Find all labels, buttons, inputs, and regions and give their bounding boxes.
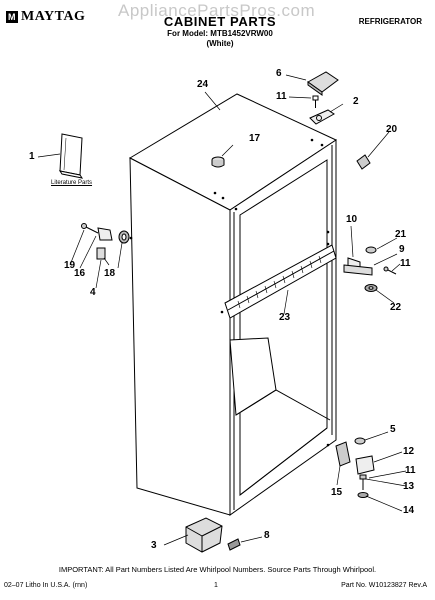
top-plug — [211, 156, 225, 168]
hinge-plug — [356, 154, 371, 170]
callout-8: 8 — [264, 530, 270, 541]
callout-11-middle: 11 — [400, 258, 411, 269]
top-hinge — [309, 109, 335, 125]
model-number: For Model: MTB1452VRW00 — [167, 29, 273, 38]
model-color: (White) — [206, 39, 234, 48]
callout-17: 17 — [249, 133, 261, 144]
cabinet-holes — [129, 138, 330, 447]
leveler-bracket — [185, 517, 223, 553]
document-part-number: Part No. W10123827 Rev.A — [341, 582, 427, 589]
callout-11-top: 11 — [276, 91, 287, 102]
brand-name: MAYTAG — [21, 9, 86, 24]
callout-6: 6 — [276, 68, 282, 79]
callout-21: 21 — [395, 229, 407, 240]
callout-9: 9 — [399, 244, 405, 255]
print-info: 02–07 Litho In U.S.A. (rnn) — [4, 582, 88, 589]
page-number: 1 — [214, 582, 218, 589]
callout-4: 4 — [90, 287, 96, 298]
callout-2: 2 — [353, 96, 359, 107]
callout-20: 20 — [386, 124, 398, 135]
callout-23: 23 — [279, 312, 291, 323]
callout-11-bottom: 11 — [405, 465, 416, 476]
callout-24: 24 — [197, 79, 209, 90]
middle-hinge-assembly — [343, 246, 397, 292]
watermark: AppliancePartsPros.com — [118, 1, 316, 20]
callout-5: 5 — [390, 424, 396, 435]
callout-22: 22 — [390, 302, 402, 313]
handle-mount-assembly — [81, 223, 130, 260]
literature-booklet — [58, 133, 84, 179]
callout-13: 13 — [403, 481, 415, 492]
product-category: REFRIGERATOR — [358, 17, 422, 26]
hinge-screw-top — [312, 95, 319, 108]
callout-3: 3 — [151, 540, 157, 551]
literature-label: Literature Parts — [51, 180, 93, 186]
hinge-cover — [307, 71, 339, 96]
brand-logo: M MAYTAG — [6, 9, 85, 25]
brand-mark-icon: M — [6, 11, 18, 23]
leveler-screw — [227, 538, 241, 551]
leader-lines — [37, 74, 407, 546]
callout-10: 10 — [346, 214, 358, 225]
callout-18: 18 — [104, 268, 116, 279]
callout-19: 19 — [64, 260, 76, 271]
bottom-hinge-assembly — [335, 437, 375, 498]
page-title: CABINET PARTS — [163, 14, 277, 29]
footer-note: IMPORTANT: All Part Numbers Listed Are W… — [58, 565, 377, 574]
callout-16: 16 — [74, 268, 86, 279]
callout-15: 15 — [331, 487, 343, 498]
callout-12: 12 — [403, 446, 415, 457]
callout-1: 1 — [29, 151, 35, 162]
divider-rail — [224, 244, 337, 319]
cabinet-shell — [128, 93, 338, 516]
callout-14: 14 — [403, 505, 415, 516]
